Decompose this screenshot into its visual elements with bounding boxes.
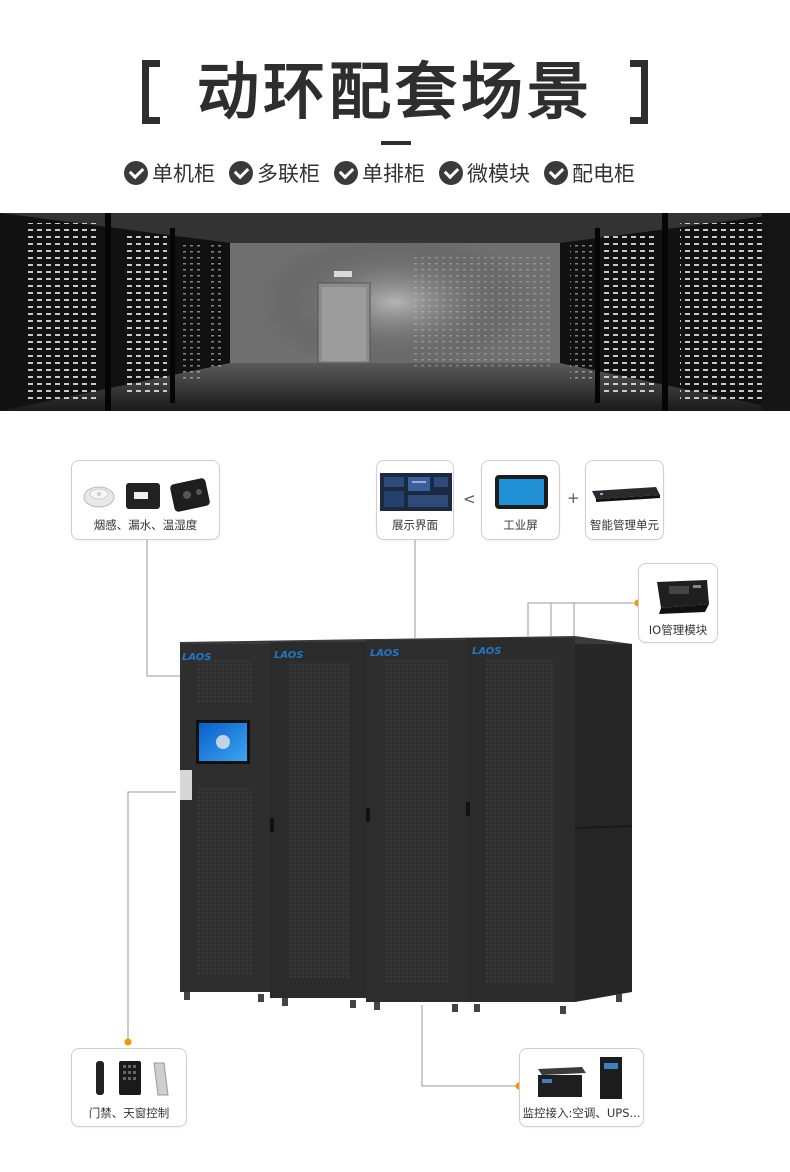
card-management-unit: 智能管理单元 (585, 460, 664, 540)
card-industrial-screen: 工业屏 (481, 460, 560, 540)
cabinet-row-illustration: LAOS LAOS LAOS LAOS (180, 636, 633, 1014)
check-circle-icon (439, 161, 463, 185)
card-label: 门禁、天窗控制 (88, 1106, 170, 1120)
tablet-screen-icon (495, 475, 548, 509)
card-display: 展示界面 (376, 460, 454, 540)
title-bracket-right (630, 60, 648, 124)
card-label: 烟感、漏水、温湿度 (93, 518, 198, 532)
ups-devices-icon (538, 1057, 622, 1099)
card-label: 展示界面 (392, 518, 438, 532)
io-module-icon (657, 580, 709, 614)
check-circle-icon (334, 161, 358, 185)
card-sensors: 烟感、漏水、温湿度 (71, 460, 220, 540)
tag-multi-cabinet: 多联柜 (229, 157, 320, 189)
tag-single-row: 单排柜 (334, 157, 425, 189)
dashboard-screen-icon (380, 473, 452, 511)
card-label: IO管理模块 (648, 623, 708, 637)
brand-logo: LAOS (370, 648, 400, 659)
rack-unit-icon (592, 487, 660, 502)
plus-operator: + (567, 489, 580, 507)
tag-single-cabinet: 单机柜 (124, 157, 215, 189)
scene-tags: 单机柜 多联柜 单排柜 微模块 配电柜 (124, 157, 635, 189)
title-area: 动环配套场景 (0, 52, 790, 145)
title-bracket-left (142, 60, 160, 124)
tag-micro-module: 微模块 (439, 157, 530, 189)
check-circle-icon (544, 161, 568, 185)
server-room-image (0, 213, 790, 411)
tag-label: 单机柜 (152, 162, 215, 186)
card-label: 智能管理单元 (590, 518, 659, 532)
tag-label: 单排柜 (362, 162, 425, 186)
access-control-devices-icon (96, 1061, 169, 1096)
tag-label: 多联柜 (257, 162, 320, 186)
sensor-devices-icon (83, 478, 210, 512)
check-circle-icon (229, 161, 253, 185)
less-than-operator: < (463, 490, 476, 508)
card-label: 工业屏 (503, 518, 538, 532)
card-access-control: 门禁、天窗控制 (71, 1048, 187, 1127)
check-circle-icon (124, 161, 148, 185)
page-title: 动环配套场景 (196, 55, 593, 128)
card-label: 监控接入:空调、UPS... (522, 1106, 641, 1120)
card-io-module: IO管理模块 (638, 563, 718, 643)
tag-power-cabinet: 配电柜 (544, 157, 635, 189)
brand-logo: LAOS (472, 646, 502, 657)
data-center-banner (0, 213, 790, 411)
tag-label: 微模块 (467, 162, 530, 186)
title-underline (381, 141, 411, 145)
brand-logo: LAOS (182, 652, 212, 663)
card-monitoring: 监控接入:空调、UPS... (519, 1048, 644, 1127)
brand-logo: LAOS (274, 650, 304, 661)
tag-label: 配电柜 (572, 162, 635, 186)
